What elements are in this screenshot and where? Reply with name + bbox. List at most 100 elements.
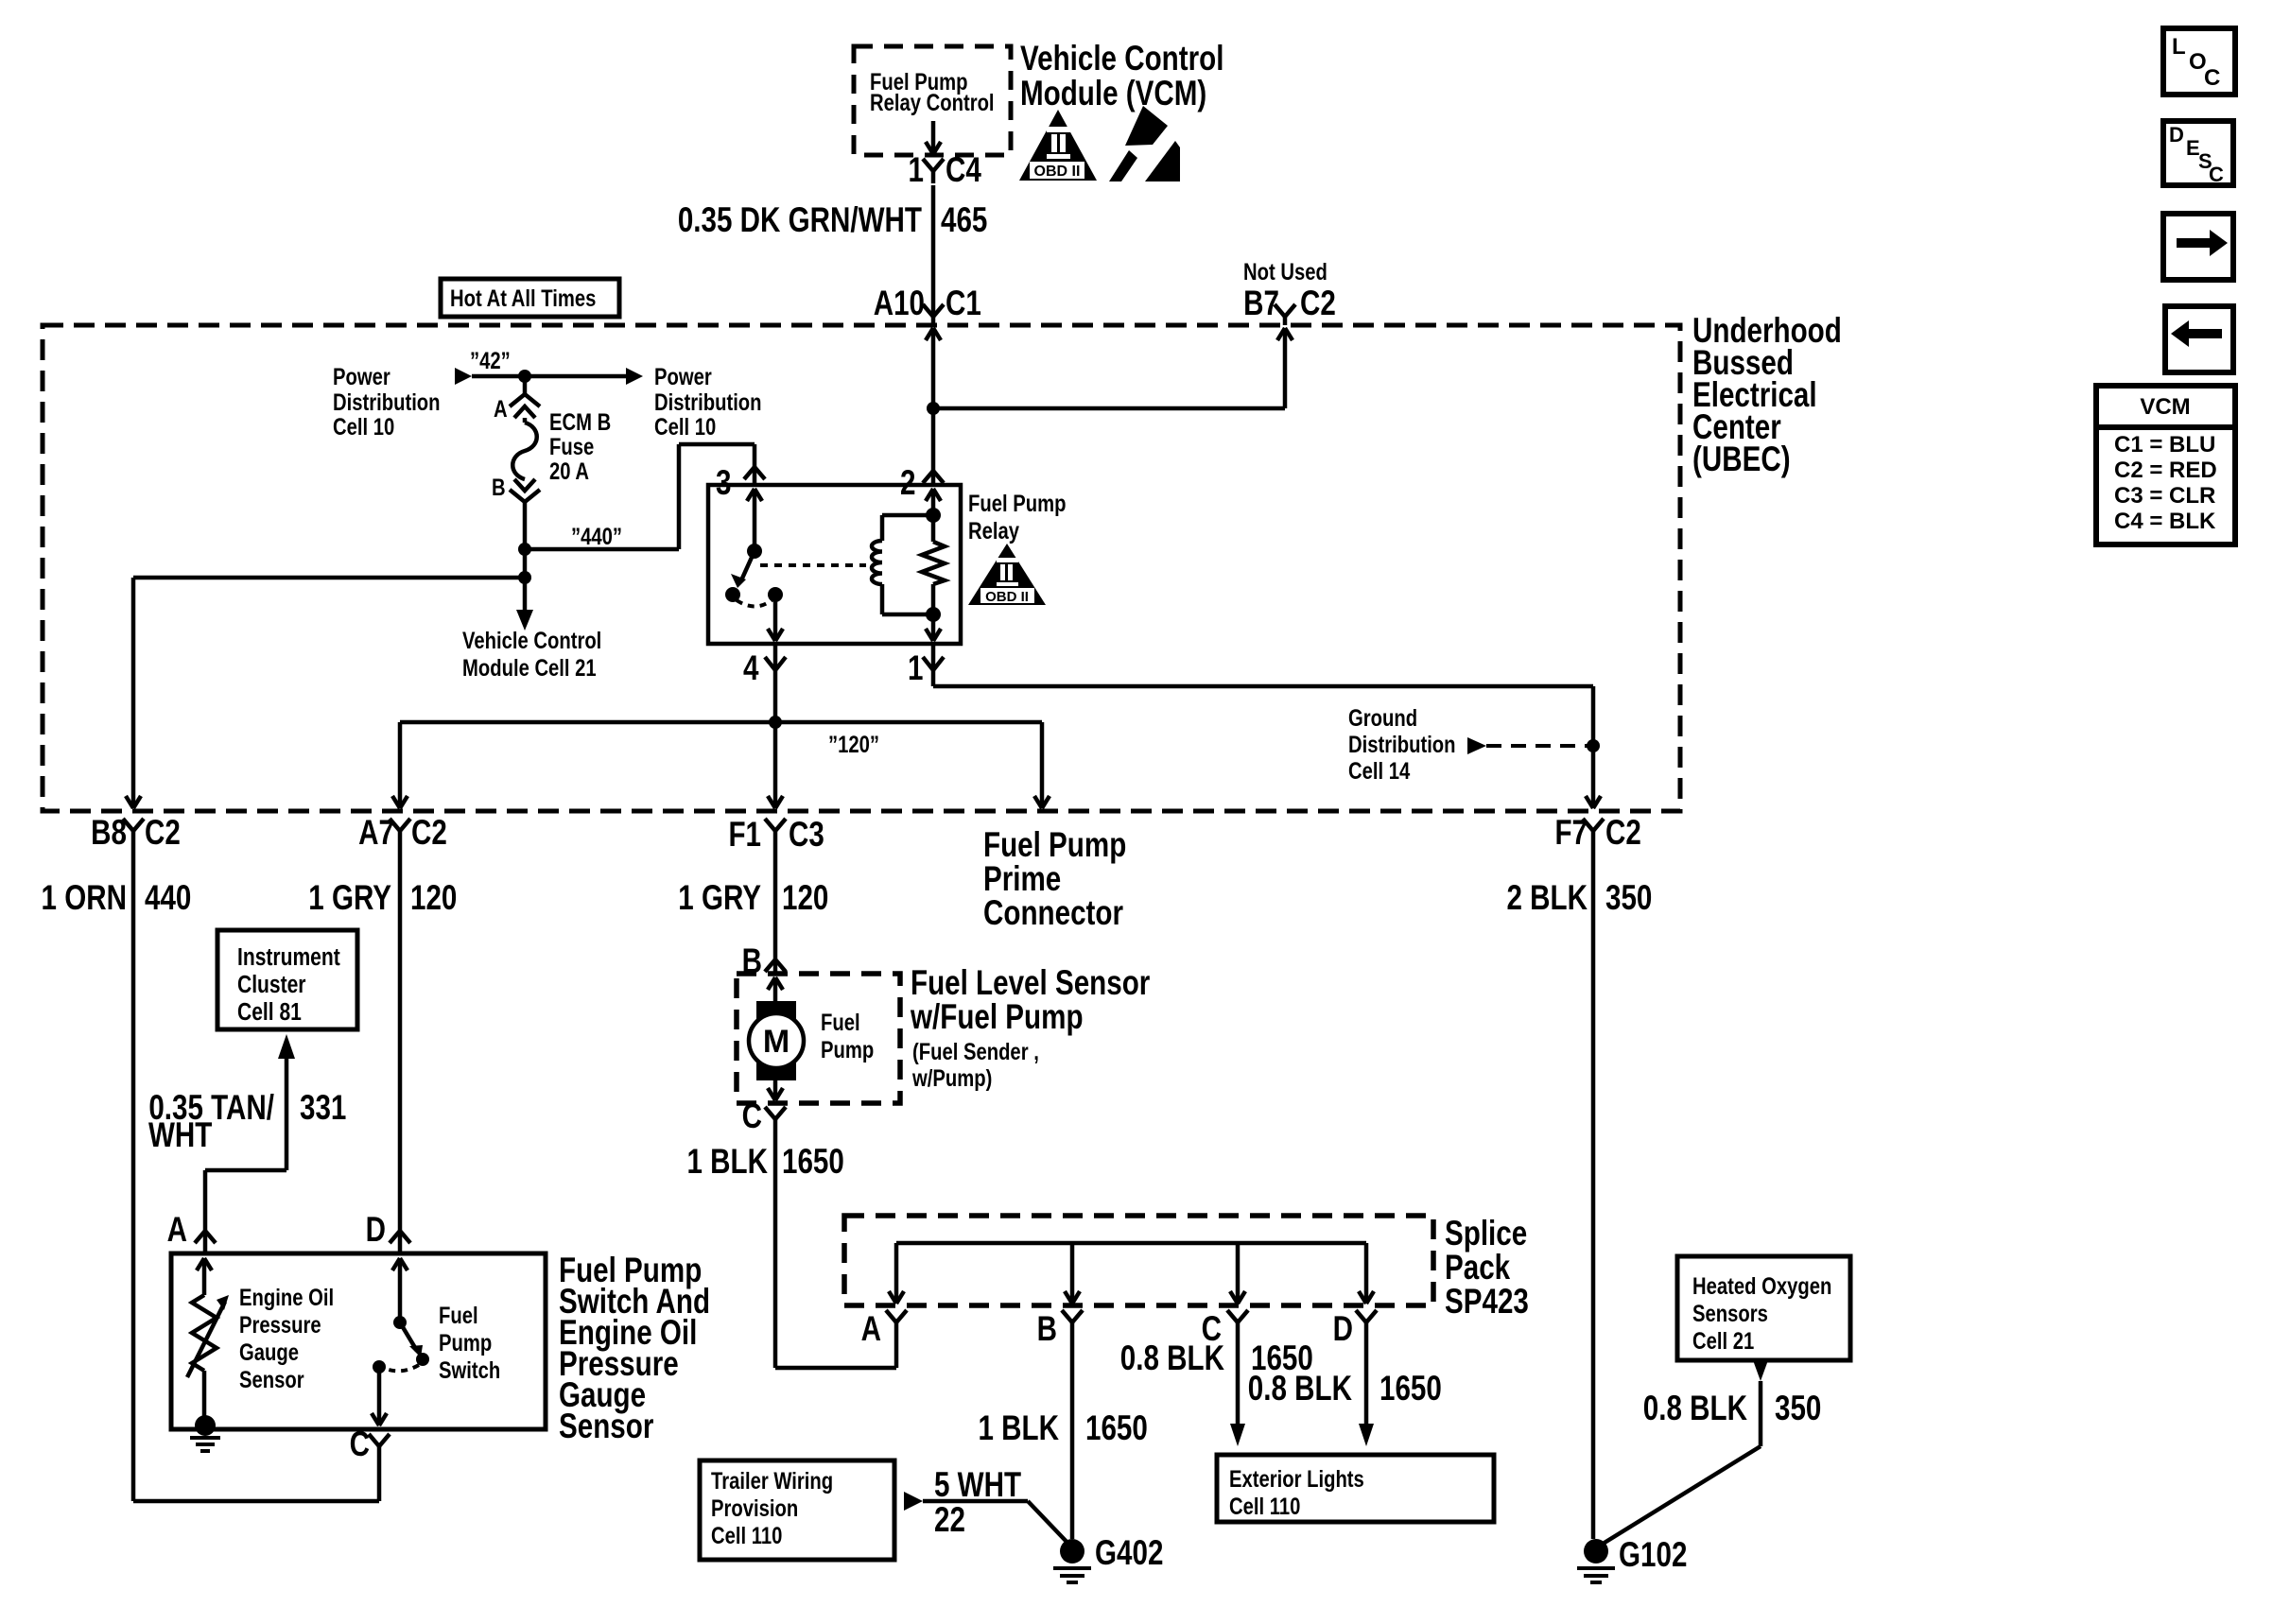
svg-text:Switch And: Switch And [559, 1283, 710, 1322]
svg-text:Cell 10: Cell 10 [333, 413, 394, 441]
svg-text:1 GRY: 1 GRY [308, 879, 391, 918]
svg-text:ECM B: ECM B [549, 408, 611, 436]
svg-text:G402: G402 [1095, 1534, 1163, 1573]
svg-text:VCM: VCM [2140, 394, 2190, 420]
svg-text:Instrument: Instrument [237, 944, 340, 972]
svg-text:Center: Center [1692, 408, 1781, 447]
svg-text:Prime: Prime [983, 860, 1061, 899]
svg-text:440: 440 [145, 879, 191, 918]
svg-text:Relay Control: Relay Control [870, 89, 995, 116]
svg-text:A7: A7 [358, 814, 394, 853]
svg-text:2 BLK: 2 BLK [1506, 879, 1588, 918]
svg-text:1: 1 [909, 151, 924, 190]
svg-text:2: 2 [900, 464, 915, 503]
svg-text:Vehicle Control: Vehicle Control [462, 627, 601, 654]
svg-text:Fuse: Fuse [549, 433, 594, 460]
svg-text:Fuel Pump: Fuel Pump [559, 1252, 702, 1290]
svg-text:C2 = RED: C2 = RED [2114, 458, 2217, 483]
svg-text:Cluster: Cluster [237, 972, 306, 999]
svg-text:C4: C4 [946, 151, 981, 190]
svg-text:0.8 BLK: 0.8 BLK [1248, 1370, 1352, 1408]
svg-text:Pump: Pump [439, 1329, 492, 1356]
svg-text:Sensor: Sensor [239, 1366, 304, 1393]
svg-text:C4 = BLK: C4 = BLK [2114, 509, 2216, 534]
svg-text:Fuel Pump: Fuel Pump [983, 826, 1126, 865]
svg-text:SP423: SP423 [1445, 1283, 1529, 1322]
svg-text:C3: C3 [789, 816, 824, 855]
svg-text:C2: C2 [1300, 285, 1336, 323]
svg-text:Pump: Pump [821, 1036, 874, 1063]
svg-text:1: 1 [908, 649, 923, 688]
svg-text:0.8 BLK: 0.8 BLK [1120, 1339, 1224, 1378]
svg-text:1650: 1650 [782, 1143, 844, 1182]
svg-text:Gauge: Gauge [559, 1376, 646, 1415]
svg-text:Distribution: Distribution [1348, 731, 1456, 758]
svg-text:C2: C2 [1605, 814, 1641, 853]
svg-text:Underhood: Underhood [1692, 312, 1842, 351]
svg-text:Hot At All Times: Hot At All Times [450, 285, 596, 312]
svg-text:Distribution: Distribution [654, 389, 762, 416]
svg-text:Gauge: Gauge [239, 1339, 299, 1366]
svg-text:Vehicle Control: Vehicle Control [1020, 40, 1223, 78]
svg-text:Module (VCM): Module (VCM) [1020, 75, 1206, 113]
svg-text:120: 120 [782, 879, 828, 918]
svg-text:Fuel Level Sensor: Fuel Level Sensor [911, 964, 1150, 1003]
svg-text:Cell 110: Cell 110 [711, 1522, 782, 1549]
svg-text:Bussed: Bussed [1692, 344, 1794, 383]
svg-text:F7: F7 [1554, 814, 1588, 853]
svg-text:”440”: ”440” [571, 523, 622, 550]
svg-text:Power: Power [333, 363, 390, 390]
svg-text:4: 4 [743, 649, 759, 688]
svg-text:C1 = BLU: C1 = BLU [2114, 432, 2215, 458]
svg-text:1650: 1650 [1379, 1370, 1442, 1408]
svg-text:F1: F1 [728, 816, 761, 855]
svg-text:Cell 14: Cell 14 [1348, 757, 1411, 785]
svg-text:Pack: Pack [1445, 1249, 1510, 1287]
svg-text:1 BLK: 1 BLK [978, 1409, 1059, 1448]
svg-text:Sensors: Sensors [1692, 1300, 1768, 1327]
svg-text:Distribution: Distribution [333, 389, 441, 416]
svg-text:E: E [2186, 136, 2200, 160]
svg-text:350: 350 [1775, 1390, 1821, 1428]
svg-text:C: C [2204, 65, 2220, 91]
svg-text:Fuel: Fuel [821, 1009, 860, 1036]
svg-text:Fuel: Fuel [439, 1302, 478, 1329]
svg-text:Pressure: Pressure [559, 1345, 679, 1384]
svg-text:3: 3 [716, 464, 731, 503]
svg-text:C1: C1 [946, 285, 981, 323]
svg-text:0.35 DK GRN/WHT: 0.35 DK GRN/WHT [678, 201, 923, 240]
svg-text:Connector: Connector [983, 894, 1123, 933]
svg-text:Sensor: Sensor [559, 1408, 653, 1446]
svg-text:A10: A10 [874, 285, 925, 323]
svg-text:Relay: Relay [968, 517, 1019, 544]
svg-text:331: 331 [300, 1089, 346, 1128]
svg-text:B8: B8 [91, 814, 127, 853]
svg-text:C: C [2209, 163, 2224, 186]
svg-text:A: A [167, 1211, 187, 1250]
svg-text:Trailer Wiring: Trailer Wiring [711, 1467, 833, 1494]
svg-text:A: A [494, 395, 508, 423]
svg-text:A: A [861, 1310, 881, 1349]
svg-text:Provision: Provision [711, 1494, 798, 1522]
svg-text:C: C [1202, 1310, 1222, 1349]
svg-text:Module Cell 21: Module Cell 21 [462, 654, 597, 682]
svg-text:B: B [1037, 1310, 1057, 1349]
svg-text:C3 = CLR: C3 = CLR [2114, 483, 2215, 509]
svg-text:S: S [2198, 149, 2212, 173]
svg-text:w/Fuel Pump: w/Fuel Pump [910, 998, 1083, 1037]
svg-text:Not Used: Not Used [1243, 258, 1327, 285]
svg-text:Fuel Pump: Fuel Pump [870, 68, 967, 95]
svg-text:0.8 BLK: 0.8 BLK [1643, 1390, 1747, 1428]
svg-text:D: D [1333, 1310, 1353, 1349]
svg-text:B7: B7 [1243, 285, 1279, 323]
svg-text:O: O [2189, 49, 2207, 75]
svg-text:D: D [366, 1211, 386, 1250]
svg-text:C: C [742, 1097, 762, 1136]
svg-text:1 BLK: 1 BLK [686, 1143, 768, 1182]
svg-text:20 A: 20 A [549, 458, 589, 485]
svg-text:22: 22 [934, 1501, 965, 1540]
svg-text:120: 120 [410, 879, 457, 918]
svg-text:C2: C2 [145, 814, 181, 853]
svg-text:Engine Oil: Engine Oil [559, 1314, 697, 1353]
svg-text:D: D [2169, 123, 2184, 147]
